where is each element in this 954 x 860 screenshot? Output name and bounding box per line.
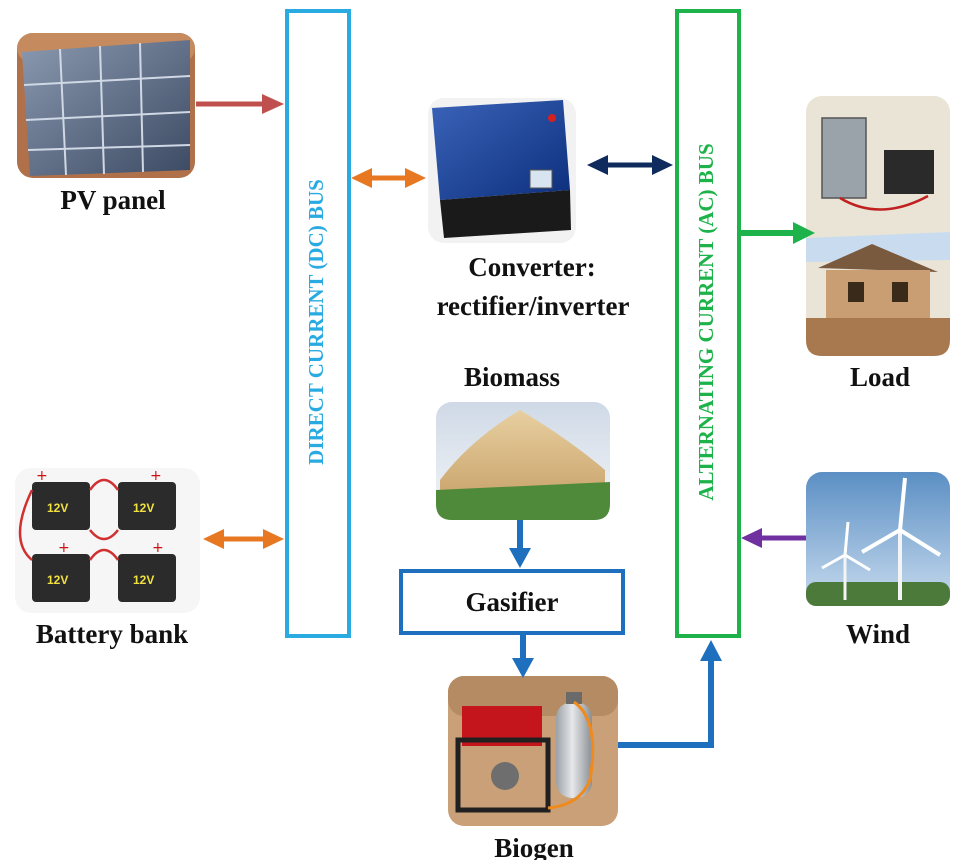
battery-bank-image: 12V 12V 12V 12V + + + +	[15, 468, 200, 613]
converter: Converter: rectifier/inverter	[428, 98, 629, 321]
ac-bus-box	[675, 9, 741, 638]
svg-text:12V: 12V	[133, 573, 154, 587]
converter-image	[428, 98, 576, 243]
svg-text:12V: 12V	[133, 501, 154, 515]
svg-text:+: +	[152, 540, 164, 556]
biomass-label: Biomass	[464, 362, 560, 392]
converter-label-line2: rectifier/inverter	[437, 291, 630, 321]
gasifier-label: Gasifier	[466, 587, 559, 617]
dc-converter-arrow	[351, 168, 426, 188]
svg-text:+: +	[36, 468, 48, 484]
pv-panel-label: PV panel	[60, 185, 166, 215]
wind-to-ac-arrow	[741, 528, 806, 548]
pv-panel-image	[17, 33, 195, 178]
svg-text:12V: 12V	[47, 573, 68, 587]
converter-label-line1: Converter:	[468, 252, 595, 282]
svg-text:+: +	[58, 540, 70, 556]
biogen-to-ac-arrow	[618, 640, 722, 748]
battery-bank-label: Battery bank	[36, 619, 188, 649]
gasifier: Gasifier	[399, 569, 625, 635]
wind: Wind	[806, 472, 950, 649]
dc-bus-label: DIRECT CURRENT (DC) BUS	[304, 179, 328, 465]
dc-bus-box	[285, 9, 351, 638]
battery-dc-arrow	[203, 529, 284, 549]
pv-panel: PV panel	[17, 33, 195, 215]
load-label: Load	[850, 362, 910, 392]
ac-bus-label: ALTERNATING CURRENT (AC) BUS	[694, 143, 718, 500]
svg-text:+: +	[150, 468, 162, 484]
gasifier-box	[399, 569, 625, 635]
dc-bus: DIRECT CURRENT (DC) BUS	[285, 9, 351, 638]
ac-to-load-arrow	[741, 222, 815, 244]
load: Load	[806, 96, 950, 392]
converter-ac-arrow	[587, 155, 673, 175]
biogen-image	[448, 676, 618, 826]
svg-text:12V: 12V	[47, 501, 68, 515]
ac-bus: ALTERNATING CURRENT (AC) BUS	[675, 9, 741, 638]
wind-label: Wind	[846, 619, 910, 649]
battery-icon: 12V 12V 12V 12V + + + +	[18, 468, 176, 602]
pv-to-dc-arrow	[196, 94, 284, 114]
biogen-label: Biogen	[494, 833, 574, 860]
gasifier-to-biogen-arrow	[512, 635, 534, 678]
load-image	[806, 96, 950, 356]
battery-bank: 12V 12V 12V 12V + + + + Battery bank	[15, 468, 200, 649]
biogen: Biogen	[448, 676, 618, 860]
biomass-to-gasifier-arrow	[509, 520, 531, 568]
biomass-image	[436, 402, 610, 520]
wind-image	[806, 472, 950, 606]
biomass: Biomass	[436, 362, 610, 520]
